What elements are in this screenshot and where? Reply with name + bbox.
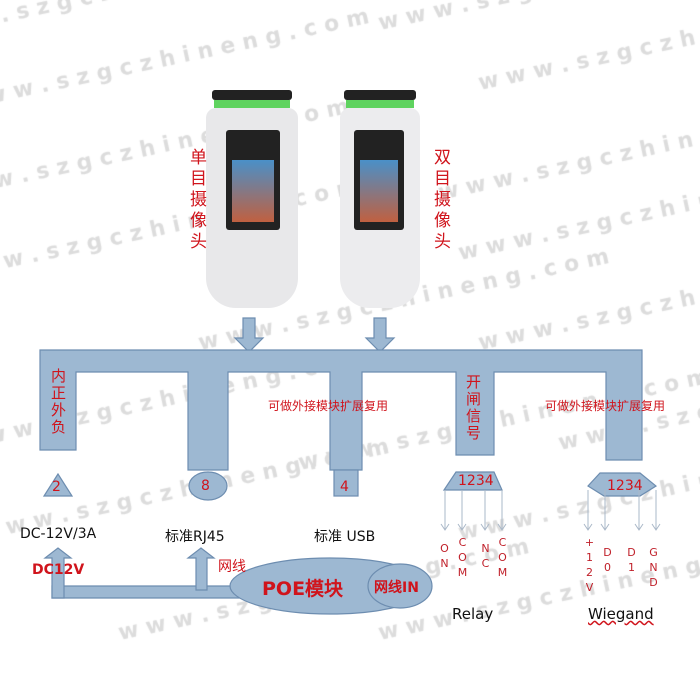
wiegand-caption: Wiegand [588, 605, 654, 623]
relay-signal: COM [496, 536, 509, 581]
single-camera-device [206, 90, 298, 310]
power-polarity-label: 内正外负 [49, 368, 67, 436]
usb-expansion-note: 可做外接模块扩展复用 [268, 399, 389, 413]
relay-pins: 1234 [458, 473, 494, 489]
power-connector [42, 472, 74, 497]
dual-camera-label: 双目摄像头 [430, 148, 450, 253]
wiegand-signal: +12V [583, 536, 596, 596]
wiegand-pins: 1234 [607, 478, 643, 494]
usb-pins: 4 [340, 479, 349, 495]
relay-signal: COM [456, 536, 469, 581]
poe-net-in [367, 563, 433, 609]
wiegand-signal: GND [647, 546, 660, 591]
wiegand-signal: D1 [625, 546, 638, 576]
relay-signal: ON [438, 542, 451, 572]
usb-caption: 标准 USB [314, 529, 376, 545]
arrow-dual-camera [364, 317, 396, 353]
relay-caption: Relay [452, 605, 494, 623]
net-cable-label: 网线 [218, 559, 246, 575]
wiegand-wires [583, 490, 661, 531]
rj45-caption: 标准RJ45 [165, 529, 225, 545]
poe-module-title: POE模块 [262, 578, 344, 600]
dc12v-label: DC12V [32, 562, 85, 578]
bus-bar [39, 349, 643, 471]
usb-connector [333, 469, 359, 497]
wiegand-signal: D0 [601, 546, 614, 576]
power-caption: DC-12V/3A [20, 526, 97, 542]
arrow-single-camera [233, 317, 265, 353]
rj45-connector [188, 471, 228, 501]
dual-camera-device [340, 90, 420, 310]
relay-signal-label: 开闸信号 [464, 374, 482, 442]
dc-arrow [43, 547, 73, 599]
relay-signal: NC [479, 542, 492, 572]
wiegand-expansion-note: 可做外接模块扩展复用 [545, 399, 666, 413]
rj45-pins: 8 [201, 478, 210, 494]
relay-wires [440, 490, 507, 531]
power-pins: 2 [52, 479, 61, 495]
dc-line [51, 585, 241, 599]
single-camera-label: 单目摄像头 [186, 148, 206, 253]
net-arrow [186, 547, 216, 591]
poe-net-in-label: 网线IN [374, 580, 419, 596]
